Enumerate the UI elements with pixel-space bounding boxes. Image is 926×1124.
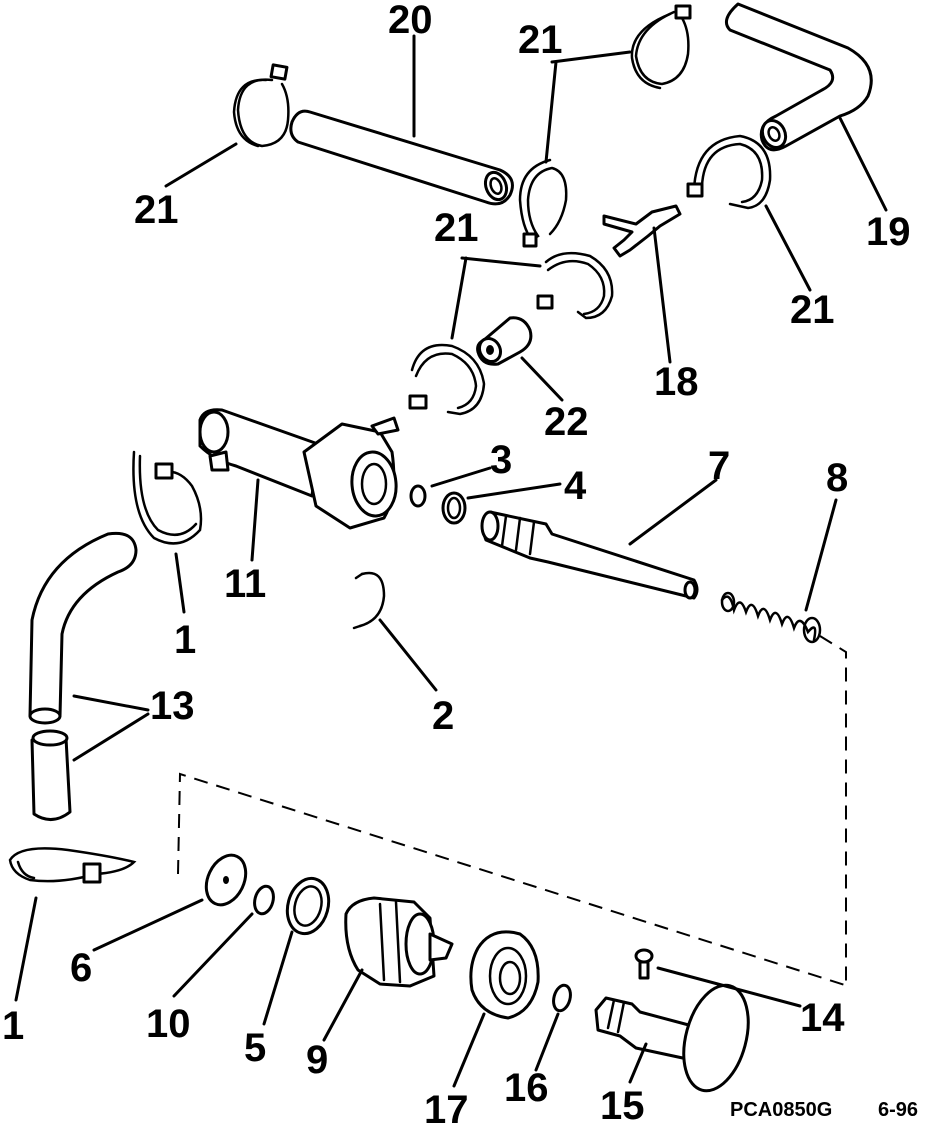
hose-19 xyxy=(724,2,873,152)
hose-13 xyxy=(28,531,138,821)
callout-21-right: 21 xyxy=(790,288,835,332)
callout-18: 18 xyxy=(654,360,699,404)
callout-3: 3 xyxy=(490,438,513,482)
callout-11: 11 xyxy=(224,562,267,606)
clamp-21-left xyxy=(232,63,290,148)
retaining-nut-17 xyxy=(469,930,540,1020)
callout-14: 14 xyxy=(800,996,845,1040)
clamp-21-center xyxy=(536,251,614,320)
callout-15: 15 xyxy=(600,1084,645,1124)
callout-19: 19 xyxy=(866,210,911,254)
callout-6: 6 xyxy=(70,946,93,990)
callout-21-left: 21 xyxy=(134,188,179,232)
sleeve-22 xyxy=(476,316,533,366)
callout-17: 17 xyxy=(424,1088,469,1124)
o-ring-16 xyxy=(552,983,572,1013)
callout-5: 5 xyxy=(244,1026,267,1070)
primer-knob-15 xyxy=(594,983,750,1093)
clamp-21-right xyxy=(686,134,772,210)
gasket-5 xyxy=(285,876,331,936)
callout-16: 16 xyxy=(504,1066,549,1110)
screw-14 xyxy=(634,948,654,980)
callout-9: 9 xyxy=(306,1038,329,1082)
callout-1-upper: 1 xyxy=(174,618,197,662)
tee-fitting-18 xyxy=(602,204,682,258)
figure-code: PCA0850G xyxy=(730,1099,833,1121)
callout-1-lower: 1 xyxy=(2,1004,25,1048)
leader-lines xyxy=(14,34,888,1088)
callout-7: 7 xyxy=(708,444,731,488)
callout-2: 2 xyxy=(432,694,455,738)
clamp-21-lower xyxy=(408,343,486,416)
clamp-21-middle xyxy=(518,158,568,248)
valve-body-9 xyxy=(344,896,454,988)
callout-21-center: 21 xyxy=(434,206,479,250)
o-ring-3 xyxy=(409,484,427,508)
callout-13: 13 xyxy=(150,684,195,728)
callout-8: 8 xyxy=(826,456,849,500)
o-ring-10 xyxy=(253,884,275,916)
spring-8 xyxy=(720,591,822,644)
callout-4: 4 xyxy=(564,464,587,508)
callout-21-top: 21 xyxy=(518,18,563,62)
clamp-1-upper xyxy=(132,450,203,545)
callout-22: 22 xyxy=(544,400,589,444)
retaining-ring-2 xyxy=(352,571,386,630)
alignment-lines xyxy=(177,635,849,987)
clamp-1-lower xyxy=(8,847,137,884)
callout-10: 10 xyxy=(146,1002,191,1046)
plunger-7 xyxy=(480,510,699,600)
date-code: 6-96 xyxy=(878,1099,919,1121)
o-ring-4 xyxy=(441,491,467,525)
clamp-21-top xyxy=(630,4,692,90)
primer-housing-11 xyxy=(198,408,400,530)
hose-20 xyxy=(289,109,514,206)
washer-6 xyxy=(204,853,248,907)
callout-20: 20 xyxy=(388,0,433,42)
